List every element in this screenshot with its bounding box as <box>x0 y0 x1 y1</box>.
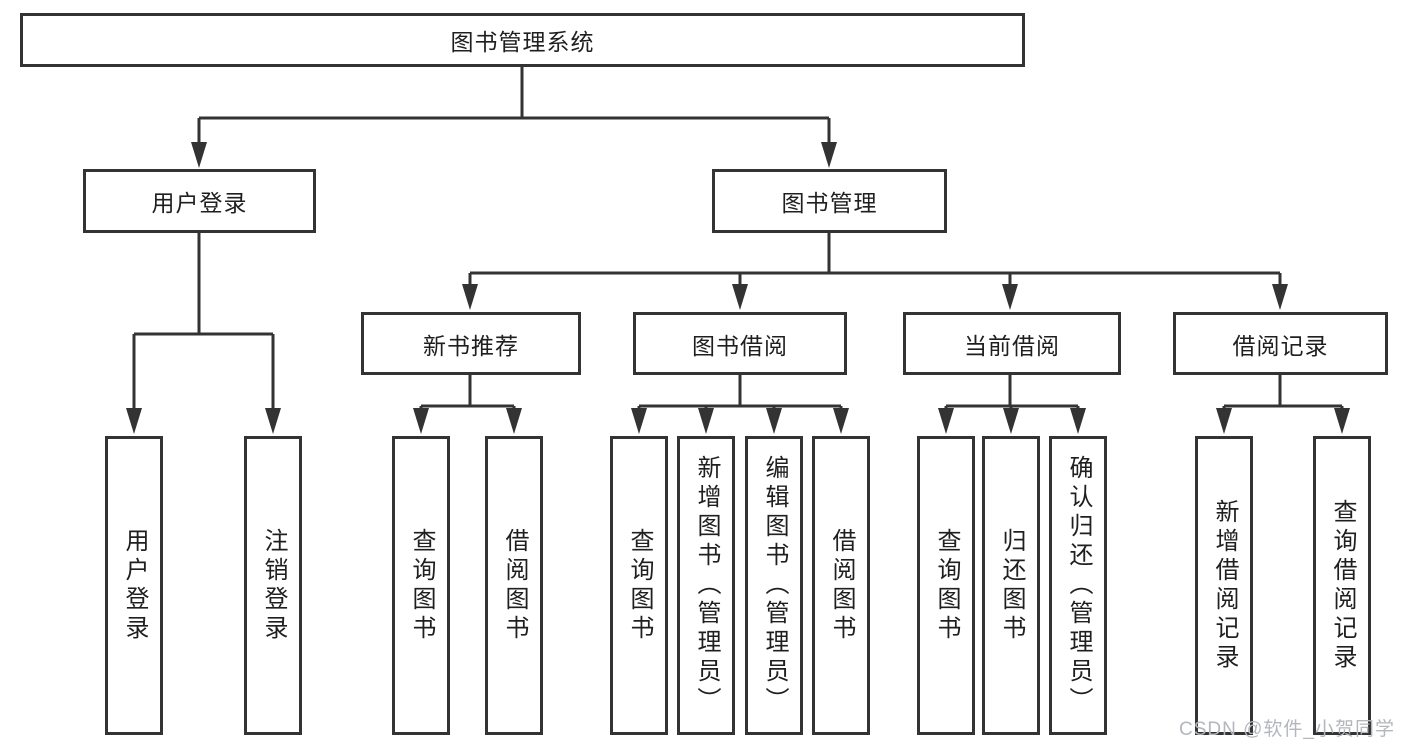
leaf-confirm-return-admin-label: 确认归还（管理员） <box>1065 455 1092 716</box>
csdn-watermark: CSDN @软件_小贺同学 <box>1179 719 1395 740</box>
node-current-borrow-label: 当前借阅 <box>964 332 1060 359</box>
leaf-query-books-current: 查询图书 <box>917 436 975 735</box>
node-new-book-recommend-label: 新书推荐 <box>423 332 519 359</box>
node-library-system: 图书管理系统 <box>20 13 1025 67</box>
leaf-query-books-borrow: 查询图书 <box>610 436 668 735</box>
leaf-borrow-books-recommend: 借阅图书 <box>485 436 543 735</box>
node-library-system-label: 图书管理系统 <box>450 29 595 55</box>
leaf-edit-books-admin: 编辑图书（管理员） <box>745 436 803 735</box>
leaf-return-books: 归还图书 <box>982 436 1040 735</box>
leaf-confirm-return-admin: 确认归还（管理员） <box>1049 436 1107 735</box>
node-borrow-records-label: 借阅记录 <box>1232 332 1329 359</box>
node-book-management: 图书管理 <box>712 169 947 233</box>
leaf-add-borrow-record-label: 新增借阅记录 <box>1211 498 1238 673</box>
leaf-borrow-books-label: 借阅图书 <box>828 527 855 644</box>
leaf-add-borrow-record: 新增借阅记录 <box>1195 436 1253 735</box>
leaf-user-login: 用户登录 <box>105 436 163 735</box>
node-book-borrow: 图书借阅 <box>633 312 847 375</box>
leaf-borrow-books: 借阅图书 <box>812 436 870 735</box>
leaf-query-borrow-record: 查询借阅记录 <box>1313 436 1371 735</box>
leaf-query-books-current-label: 查询图书 <box>933 527 960 644</box>
leaf-edit-books-admin-label: 编辑图书（管理员） <box>761 455 788 716</box>
arrowheads <box>126 142 1350 434</box>
leaf-add-books-admin: 新增图书（管理员） <box>677 436 735 735</box>
node-book-borrow-label: 图书借阅 <box>692 332 788 359</box>
node-borrow-records: 借阅记录 <box>1173 312 1388 375</box>
leaf-user-login-label: 用户登录 <box>121 527 148 644</box>
node-user-login: 用户登录 <box>83 169 316 233</box>
leaf-query-books-borrow-label: 查询图书 <box>626 527 653 644</box>
node-book-management-label: 图书管理 <box>781 190 878 216</box>
node-current-borrow: 当前借阅 <box>903 312 1121 375</box>
leaf-query-books-recommend-label: 查询图书 <box>408 527 435 644</box>
leaf-borrow-books-recommend-label: 借阅图书 <box>501 527 528 644</box>
node-new-book-recommend: 新书推荐 <box>361 312 581 375</box>
leaf-add-books-admin-label: 新增图书（管理员） <box>693 455 720 716</box>
leaf-query-borrow-record-label: 查询借阅记录 <box>1329 498 1356 673</box>
leaf-query-books-recommend: 查询图书 <box>392 436 450 735</box>
node-user-login-label: 用户登录 <box>151 190 248 216</box>
leaf-logout: 注销登录 <box>244 436 302 735</box>
leaf-return-books-label: 归还图书 <box>998 527 1025 644</box>
leaf-logout-label: 注销登录 <box>260 527 287 644</box>
